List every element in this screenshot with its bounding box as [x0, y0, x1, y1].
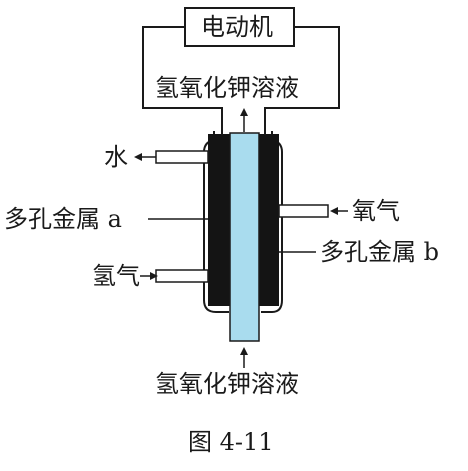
hydrogen-label: 氢气 [92, 262, 140, 290]
water-tube [155, 150, 209, 164]
electrode-a [208, 134, 230, 306]
koh-top-arrowhead [240, 108, 248, 116]
electrolyte-channel [229, 132, 260, 342]
koh-bottom-arrowhead [240, 347, 248, 355]
hydrogen-arrowhead [150, 272, 158, 280]
oxygen-tube [278, 204, 329, 218]
metal-b-label: 多孔金属 b [320, 238, 439, 266]
motor-label: 电动机 [201, 13, 273, 41]
electrode-b [259, 134, 279, 306]
koh-bottom-label: 氢氧化钾溶液 [155, 370, 299, 398]
oxygen-arrowhead [330, 207, 338, 215]
motor-box [184, 7, 295, 47]
hydrogen-tube [155, 269, 209, 283]
figure-caption: 图 4-11 [188, 428, 274, 456]
metal-a-label: 多孔金属 a [4, 205, 122, 233]
water-arrowhead [134, 153, 142, 161]
koh-top-label: 氢氧化钾溶液 [155, 74, 299, 102]
water-label: 水 [104, 143, 128, 171]
oxygen-label: 氧气 [352, 197, 400, 225]
